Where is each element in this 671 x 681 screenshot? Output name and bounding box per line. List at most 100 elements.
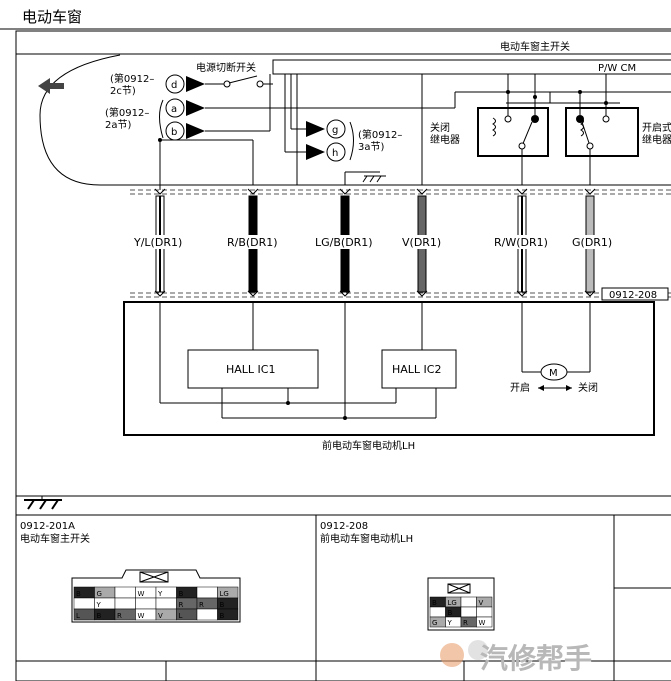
connector-d-circle [165,74,185,94]
c208-pin-label-2-2: R [463,619,468,627]
motor-open-label: 开启 [510,381,530,394]
relay-open-contact-3 [586,142,594,150]
connector-g-arrow [306,121,325,137]
connector-a-arrow [186,100,205,116]
relay-open-contact-1 [576,115,584,123]
c201a-pin-label-0-5: B [179,590,184,598]
relay-close-coil [492,117,496,137]
connector-h-circle [326,142,346,162]
wire-2-label-bg [225,235,281,249]
connector-a-circle [165,98,185,118]
wire-4-terminal-2 [416,290,428,297]
c201a-pin-label-1-1: Y [96,601,102,609]
c208-pin-label-2-0: G [432,619,437,627]
wire-4-label: V(DR1) [402,236,441,249]
watermark-logo [440,640,488,667]
outer-frame [15,30,671,681]
table1-name: 电动车窗主开关 [20,532,90,545]
c201a-pin-1-0 [73,597,95,610]
ground-hatch-3 [376,175,382,183]
c208-pin-0-2 [460,596,477,608]
wire-5-label-bg [492,235,552,249]
bracket-gh [349,121,354,161]
c201a-pin-1-3 [135,597,157,610]
relay-open-line2: 继电器 [642,133,671,146]
table1-code: 0912-201A [20,521,75,532]
watermark-text: 汽修帮手 [480,642,592,675]
relay-close-box [477,107,549,157]
wire-1-label-bg [132,235,188,249]
relay-open-blade [581,121,591,147]
power-cutoff-label: 电源切断开关 [196,61,256,74]
c201a-pin-label-0-3: W [138,590,145,598]
ref-d-line1: (第0912– [110,72,154,85]
ref-gh-line2: 3a节) [358,141,384,153]
junction-r3 [578,90,582,94]
connector-d-arrow [186,76,205,92]
c201a-pin-label-1-5: R [179,601,184,609]
c201a-pin-label-0-0: B [76,590,81,598]
ground-hatch-1 [362,175,368,183]
left-arrow-icon [38,78,64,94]
ref-d-line2: 2c节) [110,85,136,97]
wire-4-label-bg [400,235,444,249]
table2-name: 前电动车窗电动机LH [320,532,413,545]
motor-symbol-label: M [549,368,558,379]
c201a-pin-label-0-4: Y [157,590,163,598]
connector-code-box [601,287,669,301]
wire-3-terminal-1 [339,188,351,195]
ground-hatch-2 [369,175,375,183]
connector-d-label: d [171,80,177,91]
junction-r4 [604,101,608,105]
hall-ic1-label: HALL IC1 [226,363,275,376]
c201a-pin-label-2-4: V [158,612,163,620]
motor-arrow-right [566,385,572,391]
ref-ab-line2: 2a节) [105,119,131,131]
wire-4-terminal-1 [416,188,428,195]
motor-box [123,301,655,436]
relay-open-contact-2 [602,115,610,123]
wire-1-terminal-2 [154,290,166,297]
pw-cm-box [272,59,671,75]
wire-6-terminal-1 [584,188,596,195]
junction-m2 [343,416,347,420]
cutoff-contact-b [256,80,264,88]
c201a-pin-label-0-1: G [97,590,102,598]
relay-open-box [565,107,639,157]
main-switch-label: 电动车窗主开关 [500,40,570,53]
c201a-pin-label-2-0: L [76,612,80,620]
wire-2-label: R/B(DR1) [227,236,278,249]
c201a-pin-label-1-6: R [199,601,204,609]
ground-main-hatch-1 [27,499,35,510]
c201a-pin-2-7 [217,608,239,621]
c201a-pin-label-0-7: LG [220,590,229,598]
wire-5-terminal-2 [516,290,528,297]
relay-close-blade [521,121,533,147]
wire-3-label: LG/B(DR1) [315,236,373,249]
switch-outline [39,54,671,186]
page-title: 电动车窗 [22,8,82,26]
bracket-ab [159,99,164,139]
connector-b-arrow [186,123,205,139]
table2-code: 0912-208 [320,521,368,532]
motor-caption: 前电动车窗电动机LH [322,439,415,452]
junction-r2 [533,95,537,99]
connector-g-circle [326,119,346,139]
c208-pin-2-3 [476,616,493,628]
relay-close-line2: 继电器 [430,133,460,146]
wire-3-label-bg [313,235,377,249]
wire-3-terminal-2 [339,290,351,297]
c201a-pin-2-6 [196,608,218,621]
c201a-pin-0-6 [196,586,218,599]
c208-pin-1-0 [429,606,446,618]
c201a-pin-label-2-1: B [97,612,102,620]
c208-pin-label-0-1: LG [448,599,457,607]
wire-5-terminal-1 [516,188,528,195]
wire-1-label: Y/L(DR1) [133,236,182,249]
ref-gh-line1: (第0912– [358,128,402,141]
hall-ic2-box [381,349,457,389]
ground-main-hatch-3 [51,499,59,510]
